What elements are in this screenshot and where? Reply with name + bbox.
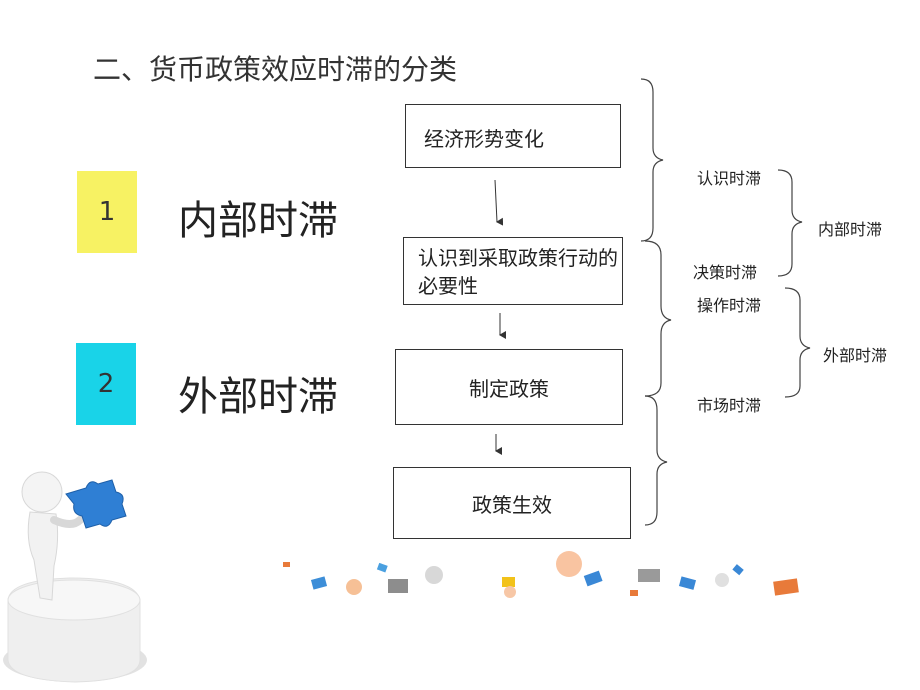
figure-illustration: [3, 471, 147, 683]
flow-step-policy-effect: 政策生效: [393, 467, 631, 539]
arrow-1: [494, 179, 504, 226]
brace-inside: [777, 169, 803, 277]
label-recognition-lag: 认识时滞: [697, 169, 762, 188]
label-market-lag: 市场时滞: [697, 396, 762, 415]
brace-decision: [644, 240, 672, 397]
flow-step-economic-change: 经济形势变化: [405, 104, 621, 168]
item-number-2: 2: [76, 343, 136, 425]
brace-outside: [784, 287, 811, 398]
item-number-1: 1: [77, 171, 137, 253]
brace-effect: [644, 395, 668, 526]
label-operation-lag: 操作时滞: [697, 296, 762, 315]
inside-lag-heading: 内部时滞: [178, 198, 338, 244]
slide-title: 二、货币政策效应时滞的分类: [93, 53, 458, 86]
label-outside-lag: 外部时滞: [823, 346, 888, 365]
label-inside-lag: 内部时滞: [818, 220, 883, 239]
decorative-confetti: [283, 551, 799, 598]
label-decision-lag: 决策时滞: [693, 263, 758, 282]
flow-step-recognize-need: 认识到采取政策行动的必要性: [403, 237, 623, 305]
flow-step-make-policy: 制定政策: [395, 349, 623, 425]
outside-lag-heading: 外部时滞: [178, 374, 338, 420]
brace-recognition: [640, 78, 664, 242]
